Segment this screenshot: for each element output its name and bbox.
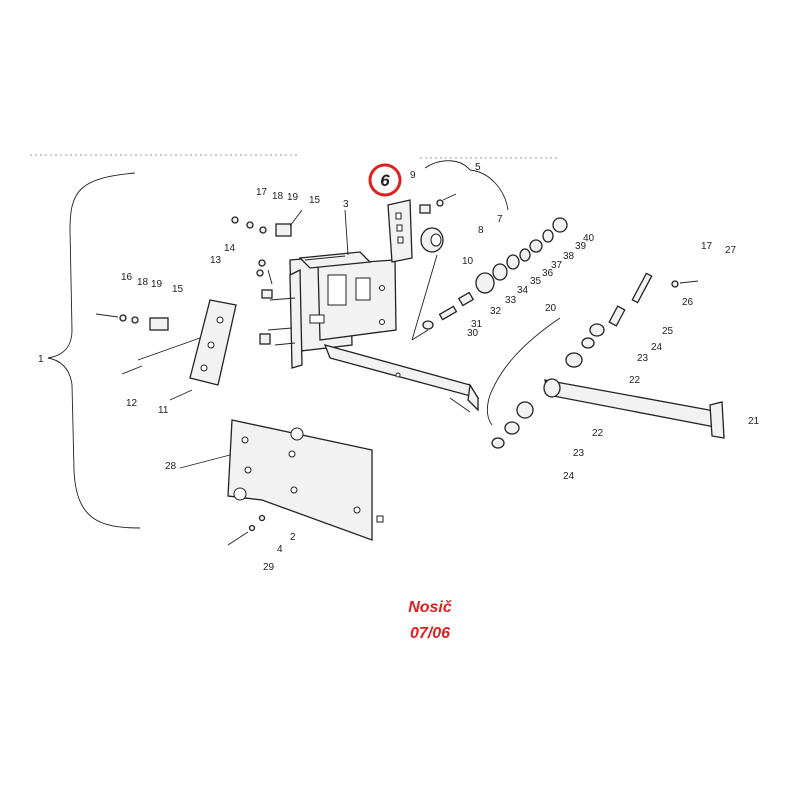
plate-11 [189,299,237,386]
part-number-label: 31 [471,319,483,330]
part-number-label: 19 [151,279,163,290]
part-number-label: 29 [263,562,275,573]
part-number-label: 35 [530,276,542,287]
part-number-label: 23 [637,353,649,364]
part-number-label: 12 [126,398,138,409]
part-number-label: 9 [410,170,416,181]
part-number-labels: 1234578910111213141515161717181819192021… [38,162,760,573]
part-number-label: 30 [467,328,479,339]
part-number-label: 17 [701,241,713,252]
part-number-label: 24 [563,471,575,482]
part-number-label: 2 [290,532,296,543]
part-number-label: 36 [542,268,554,279]
assembly-5-bracket [424,160,509,211]
part-number-label: 4 [277,544,283,555]
roller-10 [420,227,444,253]
caption-code: 07/06 [410,625,450,642]
part-number-label: 19 [287,192,299,203]
main-frame-assembly [259,251,480,413]
plate-28 [227,419,384,541]
slotted-bracket-6 [387,193,457,263]
leader-lines [137,209,438,469]
part-number-label: 26 [682,297,694,308]
part-number-label: 27 [725,245,737,256]
part-number-label: 24 [651,342,663,353]
assembly-1-bracket [47,172,141,529]
highlighted-part-number: 6 [380,171,390,190]
assembly-20-bracket [486,317,561,426]
part-number-label: 1 [38,354,44,365]
part-number-label: 15 [309,195,321,206]
part-number-label: 23 [573,448,585,459]
part-number-label: 34 [517,285,529,296]
caption-title: Nosič [408,599,452,616]
part-number-label: 18 [272,191,284,202]
part-number-label: 38 [563,251,575,262]
part-number-label: 39 [575,241,587,252]
part-number-label: 14 [224,243,236,254]
scan-artifact-dashes [30,154,560,159]
part-number-label: 32 [490,306,502,317]
part-number-label: 11 [158,405,169,416]
part-number-label: 40 [583,233,595,244]
part-number-label: 25 [662,326,674,337]
part-number-label: 20 [545,303,557,314]
part-number-label: 22 [629,375,641,386]
part-number-label: 8 [478,225,484,236]
part-number-label: 3 [343,199,349,210]
part-stack-30-40 [422,217,568,330]
part-number-label: 16 [121,272,133,283]
left-fasteners [95,216,292,546]
part-stack-22-27 [491,272,699,449]
part-number-label: 13 [210,255,222,266]
part-number-label: 15 [172,284,184,295]
highlight-circle: 6 [368,163,402,197]
part-number-label: 18 [137,277,149,288]
arm-21 [543,378,725,439]
part-number-label: 5 [475,162,481,173]
part-number-label: 7 [497,214,503,225]
part-number-label: 22 [592,428,604,439]
part-number-label: 10 [462,256,474,267]
part-number-label: 17 [256,187,268,198]
part-number-label: 33 [505,295,517,306]
part-number-label: 21 [748,416,760,427]
part-number-label: 28 [165,461,177,472]
part-number-label: 37 [551,260,563,271]
